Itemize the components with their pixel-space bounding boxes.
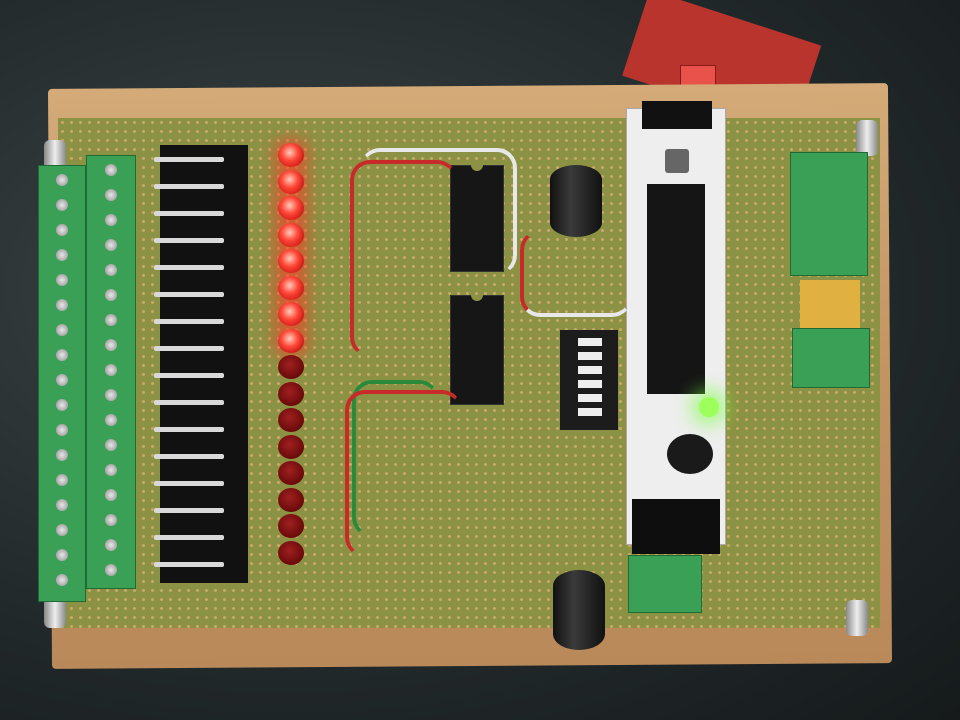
ic-chip-icon bbox=[450, 165, 504, 272]
screw-icon bbox=[56, 524, 68, 536]
standoff-icon bbox=[856, 120, 878, 156]
transistor-lead bbox=[154, 319, 224, 324]
screw-icon bbox=[56, 399, 68, 411]
terminal-block-icon bbox=[628, 555, 702, 613]
screw-icon bbox=[105, 339, 117, 351]
transistor-lead bbox=[154, 157, 224, 162]
dip-switch-icon bbox=[560, 330, 618, 430]
screw-icon bbox=[105, 564, 117, 576]
screw-icon bbox=[105, 364, 117, 376]
screw-icon bbox=[56, 549, 68, 561]
terminal-block-icon bbox=[38, 165, 86, 602]
screw-icon bbox=[56, 449, 68, 461]
transistor-lead bbox=[154, 427, 224, 432]
transistor-lead bbox=[154, 508, 224, 513]
transistor-lead bbox=[154, 346, 224, 351]
terminal-block-icon bbox=[86, 155, 136, 589]
transistor-lead bbox=[154, 265, 224, 270]
led-icon bbox=[278, 408, 304, 432]
screw-icon bbox=[56, 299, 68, 311]
screw-icon bbox=[105, 289, 117, 301]
wire-red bbox=[345, 390, 462, 557]
led-icon bbox=[278, 249, 304, 273]
led-icon bbox=[278, 169, 304, 194]
wire-green bbox=[352, 380, 439, 537]
transistor-lead bbox=[154, 481, 224, 486]
screw-icon bbox=[105, 314, 117, 326]
wire-white bbox=[520, 230, 632, 317]
led-icon bbox=[278, 196, 304, 220]
led-icon bbox=[278, 381, 304, 406]
led-icon bbox=[278, 434, 304, 459]
capacitor-icon bbox=[553, 570, 605, 650]
led-icon bbox=[278, 355, 304, 379]
screw-icon bbox=[56, 349, 68, 361]
screw-icon bbox=[105, 539, 117, 551]
screw-icon bbox=[56, 374, 68, 386]
led-icon bbox=[278, 461, 304, 485]
screw-icon bbox=[56, 499, 68, 511]
voltage-regulator bbox=[800, 280, 860, 330]
transistor-lead bbox=[154, 184, 224, 189]
screw-icon bbox=[105, 264, 117, 276]
screw-icon bbox=[56, 199, 68, 211]
capacitor-icon bbox=[550, 165, 602, 237]
screw-icon bbox=[56, 274, 68, 286]
screw-icon bbox=[105, 239, 117, 251]
wire-white bbox=[360, 148, 517, 275]
led-icon bbox=[278, 143, 304, 167]
terminal-block-icon bbox=[790, 152, 868, 276]
ic-chip-icon bbox=[450, 295, 504, 405]
transistor-lead bbox=[154, 211, 224, 216]
transistor-lead bbox=[154, 562, 224, 567]
green-led bbox=[699, 397, 719, 417]
screw-icon bbox=[105, 514, 117, 526]
transistor-lead bbox=[154, 292, 224, 297]
screw-icon bbox=[105, 489, 117, 501]
screw-icon bbox=[105, 439, 117, 451]
led-icon bbox=[278, 222, 304, 247]
screw-icon bbox=[105, 414, 117, 426]
screw-icon bbox=[56, 249, 68, 261]
transistor-lead bbox=[154, 535, 224, 540]
led-icon bbox=[278, 487, 304, 512]
screw-icon bbox=[105, 389, 117, 401]
led-icon bbox=[278, 514, 304, 538]
heatsink bbox=[154, 145, 248, 583]
led-icon bbox=[278, 328, 304, 353]
transistor-lead bbox=[154, 454, 224, 459]
wire-red bbox=[350, 160, 457, 357]
screw-icon bbox=[105, 164, 117, 176]
transistor-lead bbox=[154, 373, 224, 378]
transistor-lead bbox=[154, 238, 224, 243]
screw-icon bbox=[56, 324, 68, 336]
screw-icon bbox=[56, 224, 68, 236]
led-icon bbox=[278, 540, 304, 565]
screw-icon bbox=[56, 174, 68, 186]
standoff-icon bbox=[846, 600, 868, 636]
screw-icon bbox=[56, 424, 68, 436]
screw-icon bbox=[56, 574, 68, 586]
transistor-lead bbox=[154, 400, 224, 405]
led-icon bbox=[278, 302, 304, 326]
screw-icon bbox=[56, 474, 68, 486]
arduino-board bbox=[626, 101, 726, 554]
screw-icon bbox=[105, 214, 117, 226]
terminal-block-icon bbox=[792, 328, 870, 388]
screw-icon bbox=[105, 189, 117, 201]
screw-icon bbox=[105, 464, 117, 476]
led-icon bbox=[278, 275, 304, 300]
